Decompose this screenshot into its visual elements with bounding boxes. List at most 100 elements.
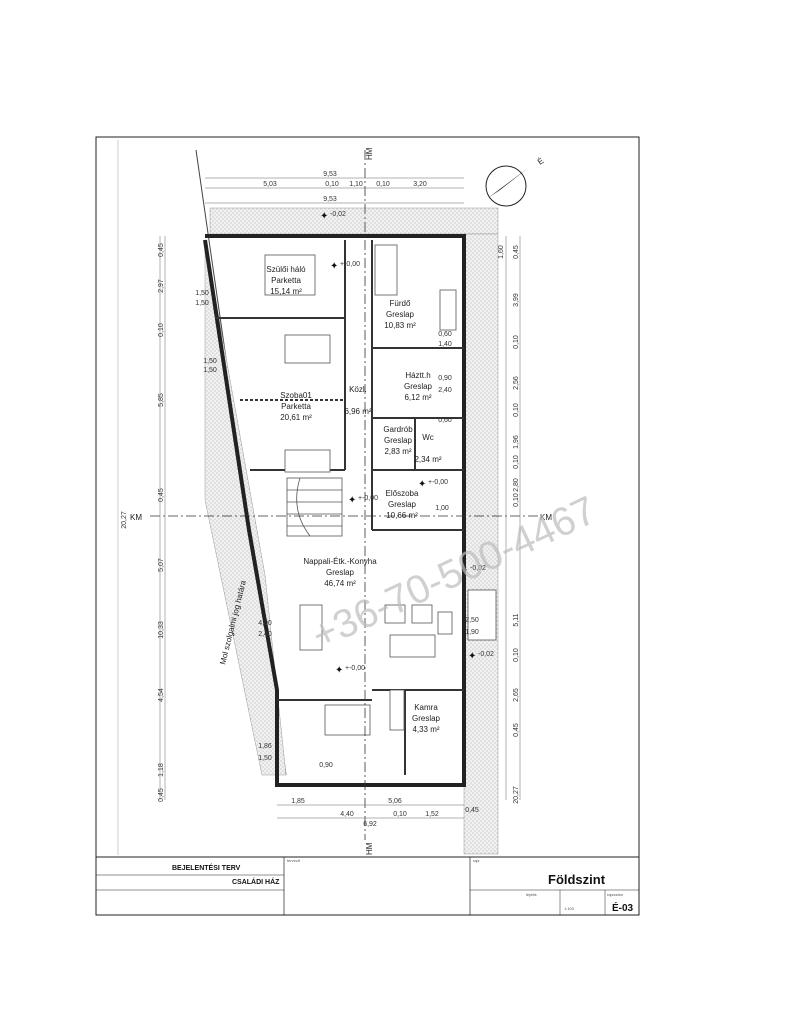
outer-wall <box>203 234 466 787</box>
dimension-value: 1,50 <box>195 300 209 307</box>
terrace-hatch-right <box>463 233 499 855</box>
hm-label-bottom: HM <box>365 842 374 855</box>
bed <box>264 254 316 296</box>
dimension-value: 1,52 <box>425 811 439 818</box>
dimension-value: 1,86 <box>258 743 272 750</box>
sheet-code: É-03 <box>612 901 634 914</box>
dimension-value: 1,18 <box>158 763 165 777</box>
dimension-value: 0,45 <box>513 245 520 259</box>
room-name: Szoba01 <box>280 391 312 400</box>
level-value: +-0,00 <box>340 261 360 268</box>
label-scale: lépték <box>526 892 537 897</box>
north-label: É <box>536 156 546 166</box>
dimension-value: 0,10 <box>376 181 390 188</box>
room-name: Wc <box>422 433 434 442</box>
room-floor: Parketta <box>271 276 301 285</box>
room-area: 15,14 m² <box>270 287 302 296</box>
dimension-value: 1,60 <box>498 245 505 259</box>
scale-value: 1:100 <box>564 906 575 911</box>
dimension-value: 1,50 <box>195 290 209 297</box>
sink-counter <box>439 289 457 331</box>
dimension-value: 4,40 <box>340 811 354 818</box>
hm-label-top: HM <box>365 147 374 160</box>
dimension-value: 0,45 <box>158 788 165 802</box>
couch <box>389 634 436 658</box>
dimension-value: 0,60 <box>438 331 452 338</box>
staircase <box>286 477 343 537</box>
dimension-value: 3,99 <box>513 293 520 307</box>
dimension-value: 20,27 <box>121 511 128 529</box>
outdoor-stairs <box>467 589 497 641</box>
dimension-value: 1,10 <box>349 181 363 188</box>
dimension-value: 2,80 <box>513 478 520 492</box>
dimension-value: 1,00 <box>435 505 449 512</box>
project-type: BEJELENTÉSI TERV <box>172 863 241 872</box>
room-floor: Greslap <box>412 714 441 723</box>
room-name: Háztt.h <box>405 371 430 380</box>
dimension-value: 2,50 <box>465 617 479 624</box>
dimension-value: 0,10 <box>513 455 520 469</box>
room-name: Fürdő <box>390 299 411 308</box>
kitchen-island <box>324 704 371 736</box>
dimension-value: 0,45 <box>465 807 479 814</box>
dimension-value: 0,10 <box>513 493 520 507</box>
dimension-value: 5,11 <box>513 613 520 626</box>
dimension-value: 1,50 <box>203 358 217 365</box>
room-floor: Parketta <box>281 402 311 411</box>
dimension-value: 20,27 <box>513 786 520 804</box>
interior-walls <box>215 240 464 775</box>
level-value: +-0,00 <box>345 665 365 672</box>
room-area: 10,83 m² <box>384 321 416 330</box>
room-floor: Greslap <box>386 310 415 319</box>
room-name: Előszoba <box>386 489 419 498</box>
dimension-value: 0,45 <box>513 723 520 737</box>
dimension-value: 0,45 <box>158 243 165 257</box>
dimension-value: 1,50 <box>203 367 217 374</box>
dimension-value: 2,40 <box>258 631 272 638</box>
dimension-value: 1,85 <box>291 798 305 805</box>
sheet-title: Földszint <box>548 872 606 887</box>
room-name: Kamra <box>414 703 438 712</box>
room-name: Közl. <box>349 385 367 394</box>
level-value: -0,02 <box>478 651 494 658</box>
room-floor: Greslap <box>404 382 433 391</box>
side-table <box>437 611 453 635</box>
dimension-value: 0,10 <box>513 648 520 662</box>
dimension-value: 4,00 <box>258 620 272 627</box>
dimension-value: 1,96 <box>513 435 520 449</box>
dimension-value: 5,07 <box>158 558 165 572</box>
label-drawing: rajz <box>473 858 479 863</box>
terrace-hatch-top <box>209 207 499 235</box>
level-marks: ✦+-0,00✦-0,02✦+-0,00✦+-0,00✦-0,02✦-0,02✦… <box>320 211 494 676</box>
dimension-value: 0,45 <box>158 488 165 502</box>
dimension-value: 5,06 <box>388 798 402 805</box>
dimension-value: 9,53 <box>323 171 337 178</box>
level-marker-icon: ✦ <box>335 665 343 676</box>
room-area: 2,83 m² <box>384 447 411 456</box>
dimension-value: 3,20 <box>413 181 427 188</box>
building-name: CSALÁDI HÁZ <box>232 877 280 886</box>
dimension-value: 1,40 <box>438 341 452 348</box>
room-area: 4,33 m² <box>412 725 439 734</box>
furniture <box>264 244 497 736</box>
dimension-value: 1,50 <box>258 755 272 762</box>
level-marker-icon: ✦ <box>468 651 476 662</box>
level-marker-icon: ✦ <box>418 479 426 490</box>
room-floor: Greslap <box>326 568 355 577</box>
north-arrow-needle <box>488 168 528 198</box>
kitchen-counter <box>389 689 405 731</box>
level-value: +-0,00 <box>428 479 448 486</box>
dimension-value: 5,03 <box>263 181 277 188</box>
level-marker-icon: ✦ <box>348 495 356 506</box>
dining-table <box>299 604 323 651</box>
bathtub <box>374 244 398 296</box>
level-marker-icon: ✦ <box>460 565 468 576</box>
level-value: -0,02 <box>470 565 486 572</box>
level-value: +-0,00 <box>358 495 378 502</box>
dimension-value: 2,65 <box>513 688 520 702</box>
dimension-value: 0,10 <box>393 811 407 818</box>
room-area: 10,66 m² <box>386 511 418 520</box>
